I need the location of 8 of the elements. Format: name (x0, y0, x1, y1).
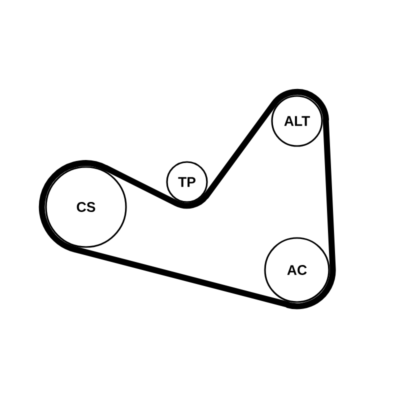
pulley: AC (264, 237, 330, 303)
belt (38, 160, 291, 308)
belt (285, 117, 336, 310)
pulley: TP (166, 161, 208, 203)
pulley: CS (45, 166, 127, 248)
belt (102, 164, 210, 209)
pulley: ALT (271, 95, 323, 147)
belt (203, 88, 329, 200)
